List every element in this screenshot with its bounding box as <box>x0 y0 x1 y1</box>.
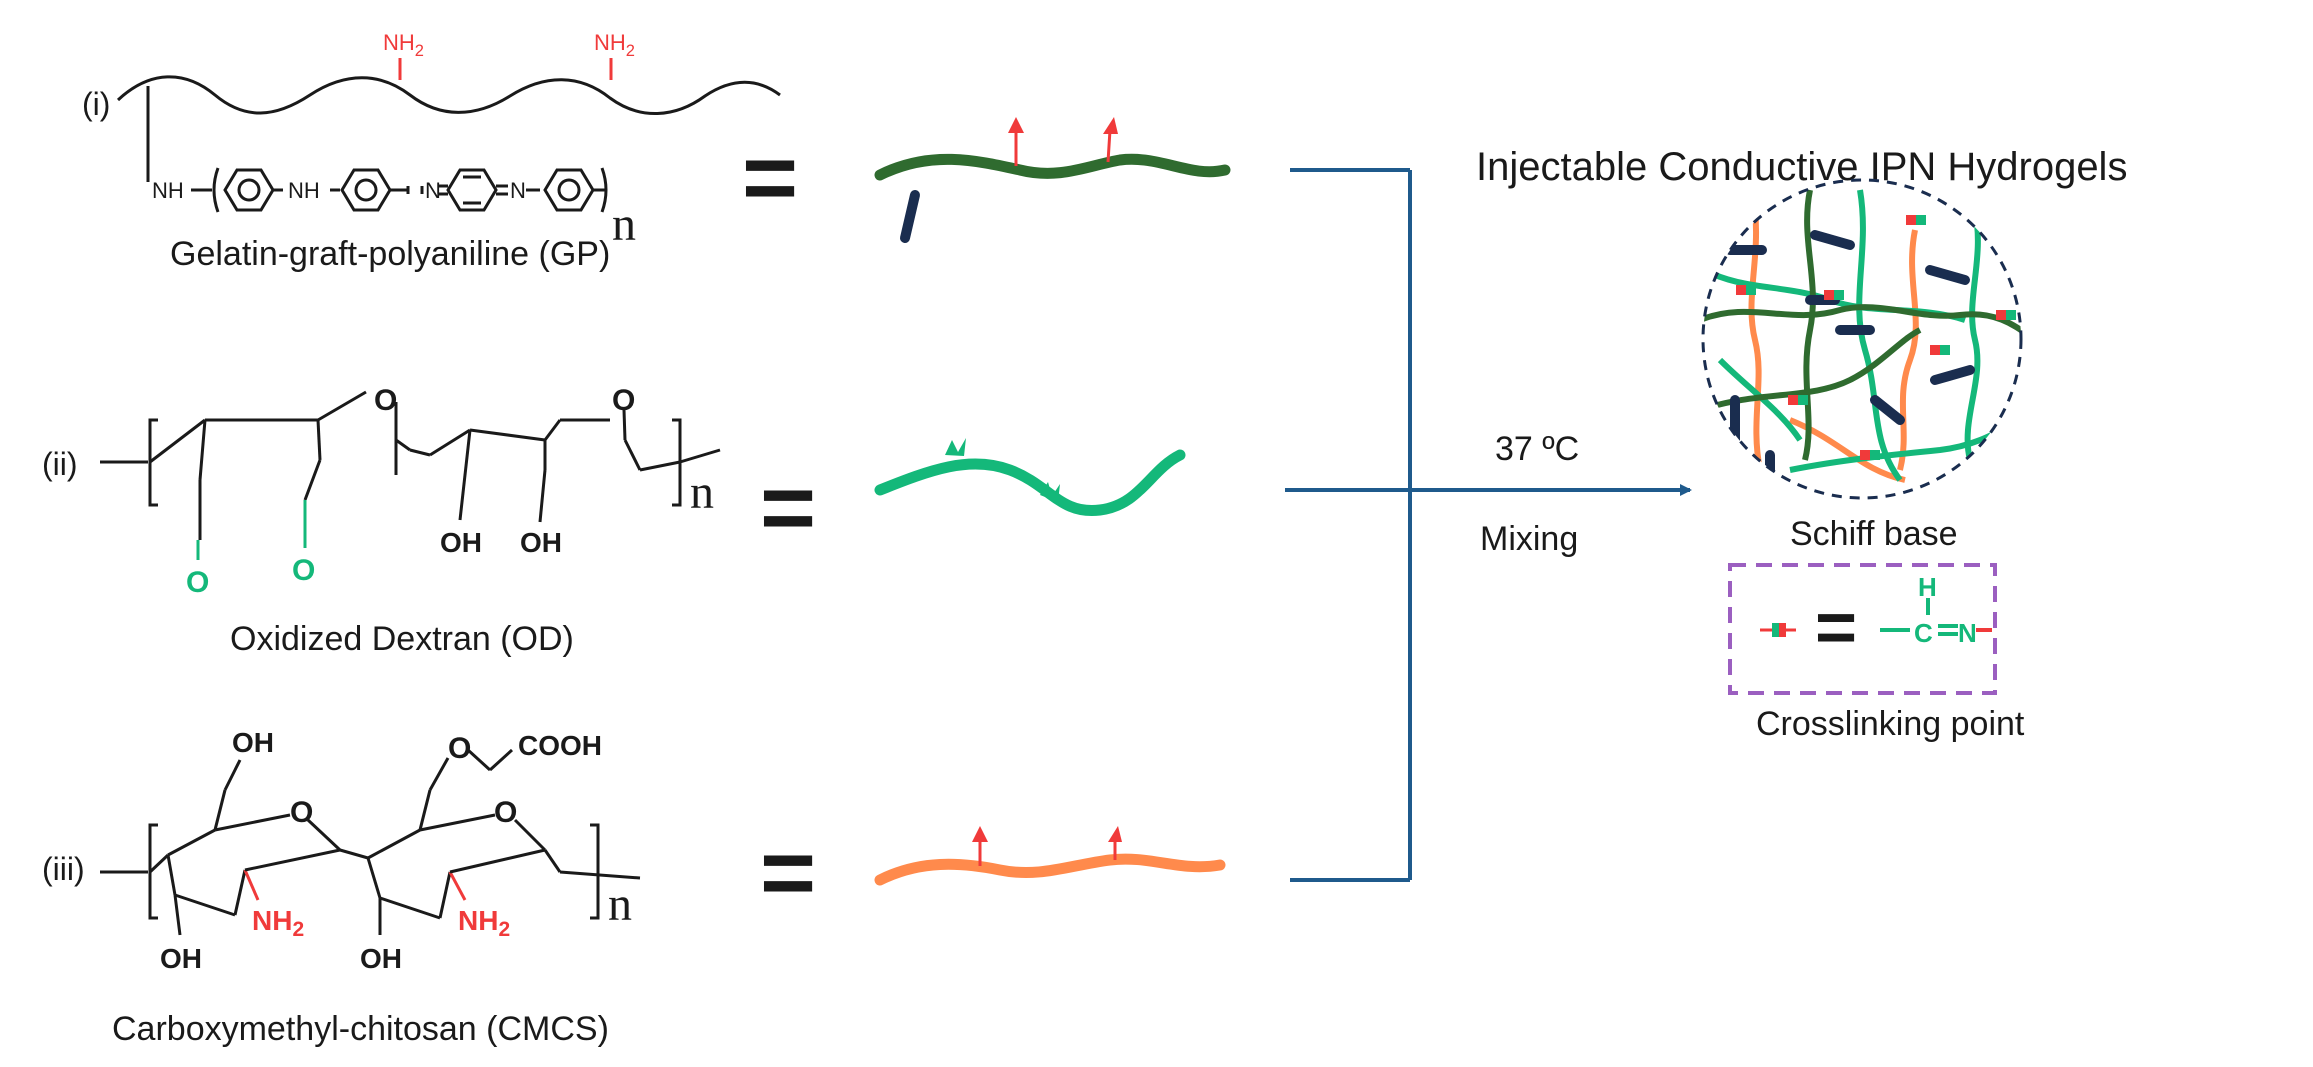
equals-sign-cmcs: = <box>760 819 816 926</box>
aldehyde-o-2: O <box>292 554 315 587</box>
mixing-bracket <box>1285 168 1692 882</box>
equals-sign-od: = <box>760 454 816 561</box>
legend-label: Crosslinking point <box>1756 705 2025 743</box>
amine-cmcs-2: NH2 <box>458 905 510 941</box>
roman-label-i: (i) <box>82 86 110 122</box>
network-label: Schiff base <box>1790 515 1958 553</box>
polymer-name-od: Oxidized Dextran (OD) <box>230 620 574 658</box>
cartoon-od-chain <box>874 438 1186 517</box>
equals-signs: = = = <box>742 124 816 926</box>
repeat-n-gp: n <box>612 198 636 251</box>
amine-cmcs-1: NH2 <box>252 905 304 941</box>
legend-equals: = <box>1815 588 1857 668</box>
hydrogel-network <box>1701 178 2023 500</box>
o-cmcs-ring-1: O <box>290 796 313 829</box>
legend-crosslink-red <box>1779 623 1786 637</box>
gelatin-backbone <box>116 75 781 115</box>
nh-label-1: NH <box>152 178 184 203</box>
roman-label-iii: (iii) <box>42 851 85 887</box>
polymer-gp-structure: (i) NH2 NH2 NH NH N N <box>82 30 781 273</box>
amine-label-1: NH2 <box>383 30 424 60</box>
repeat-n-od: n <box>690 466 714 519</box>
legend-crosslink-green <box>1772 623 1779 637</box>
polymer-od-structure: (ii) O O O O OH OH n Oxidized Dex <box>42 384 721 658</box>
roman-label-ii: (ii) <box>42 446 78 482</box>
polymer-name-gp: Gelatin-graft-polyaniline (GP) <box>170 235 610 273</box>
legend-c-label: C <box>1914 618 1933 648</box>
condition-mixing: Mixing <box>1480 520 1578 558</box>
oh-label-2: OH <box>520 527 562 558</box>
polymer-cmcs-structure: (iii) OH O O COOH O O <box>42 727 641 1048</box>
oh-cmcs-bottom-2: OH <box>360 943 402 974</box>
diagram-title: Injectable Conductive IPN Hydrogels <box>1476 145 2127 189</box>
n-label-2: N <box>510 178 526 203</box>
repeat-n-cmcs: n <box>608 878 632 931</box>
crosslink-legend: = H C N <box>1728 563 1997 695</box>
equals-sign-gp: = <box>742 124 798 231</box>
oh-label-1: OH <box>440 527 482 558</box>
legend-n-label: N <box>1958 618 1977 648</box>
condition-temperature: 37 ºC <box>1495 430 1579 468</box>
legend-h-label: H <box>1918 572 1937 602</box>
o-label-ring-2: O <box>612 384 635 417</box>
o-cmcs-ether: O <box>448 732 471 765</box>
cartoon-gp-chain <box>874 117 1231 243</box>
cartoon-cmcs-chain <box>874 826 1226 886</box>
cooh-label: COOH <box>518 730 602 761</box>
network-orange-chains <box>1748 209 1919 483</box>
o-label-ring-1: O <box>374 384 397 417</box>
polymer-name-cmcs: Carboxymethyl-chitosan (CMCS) <box>112 1010 609 1048</box>
aldehyde-o-1: O <box>186 566 209 599</box>
oh-cmcs-bottom-1: OH <box>160 943 202 974</box>
nh-label-2: NH <box>288 178 320 203</box>
amine-label-2: NH2 <box>594 30 635 60</box>
n-label-1: N <box>425 178 441 203</box>
network-crosslink-points <box>1736 215 2016 460</box>
o-cmcs-ring-2: O <box>494 796 517 829</box>
oh-cmcs-top: OH <box>232 727 274 758</box>
